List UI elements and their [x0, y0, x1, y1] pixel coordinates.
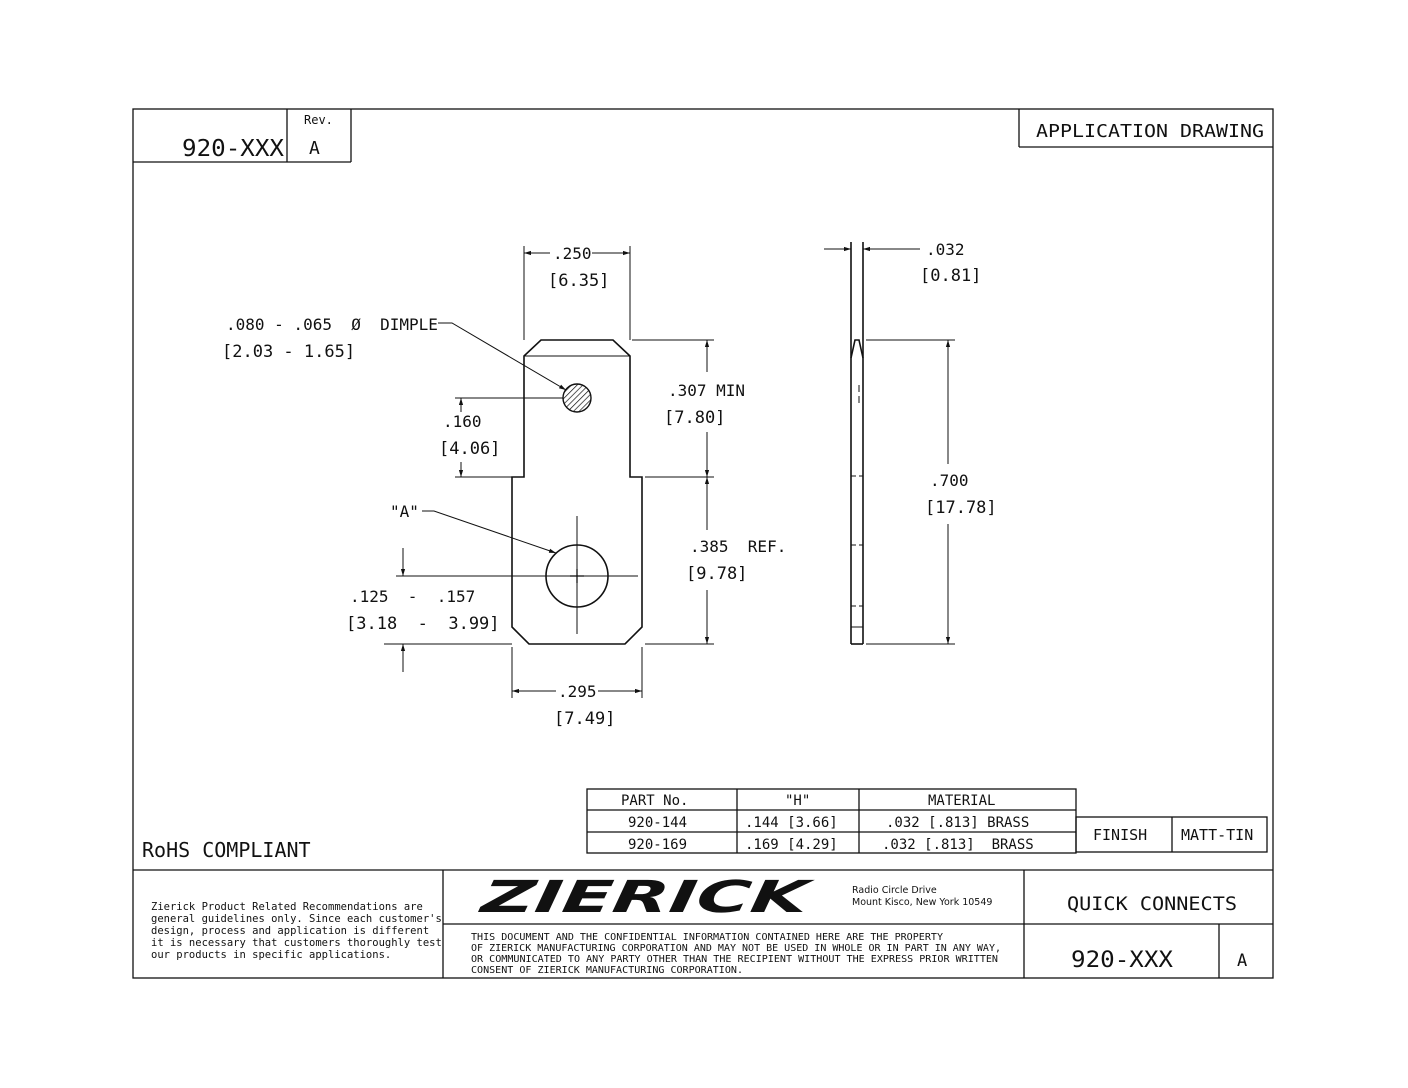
table-cell: .032 [.813] BRASS — [886, 815, 1029, 831]
table-cell: .032 [.813] BRASS — [882, 837, 1034, 853]
table-cell: .144 [3.66] — [745, 815, 838, 831]
confidential-line: OR COMMUNICATED TO ANY PARTY OTHER THAN … — [471, 954, 998, 965]
rohs-label: RoHS COMPLIANT — [142, 838, 311, 862]
dimple-callout: .080 - .065 Ø DIMPLE [2.03 - 1.65] — [222, 315, 567, 391]
dimple-spec-mm: [2.03 - 1.65] — [222, 342, 355, 362]
terminal-side-view — [850, 242, 864, 645]
dim-width-bottom-mm: [7.49] — [554, 709, 615, 729]
confidential-line: CONSENT OF ZIERICK MANUFACTURING CORPORA… — [471, 965, 743, 976]
top-part-number: 920-XXX — [182, 136, 284, 162]
product-family: QUICK CONNECTS — [1067, 893, 1237, 915]
dim-hole-dia-mm: [3.18 - 3.99] — [346, 614, 500, 634]
parts-table: PART No. "H" MATERIAL 920-144 .144 [3.66… — [586, 788, 1077, 854]
dim-dimple-pos: .160 [4.06] — [439, 397, 563, 478]
dim-ref-length-value: .385 REF. — [690, 537, 786, 556]
dim-ref-length-mm: [9.78] — [686, 564, 747, 584]
terminal-front-view — [511, 339, 643, 645]
footer-title-block: Zierick Product Related Recommendations … — [133, 869, 1273, 978]
dim-total-length-value: .700 — [930, 471, 969, 490]
disclaimer-line: Zierick Product Related Recommendations … — [151, 901, 423, 913]
disclaimer-line: design, process and application is diffe… — [151, 925, 429, 937]
dim-dimple-pos-value: .160 — [443, 412, 482, 431]
footer-rev: A — [1237, 951, 1247, 971]
dim-width-top-mm: [6.35] — [548, 271, 609, 291]
table-header-material: MATERIAL — [928, 793, 995, 809]
disclaimer-line: our products in specific applications. — [151, 949, 391, 961]
dim-ref-length: .385 REF. [9.78] — [645, 477, 786, 645]
table-cell: .169 [4.29] — [745, 837, 838, 853]
finish-box: FINISH MATT-TIN — [1075, 816, 1268, 853]
address-line1: Radio Circle Drive — [852, 885, 937, 896]
dim-tab-length: .307 MIN [7.80] — [632, 339, 745, 478]
dim-width-bottom-value: .295 — [558, 682, 597, 701]
dimple-spec: .080 - .065 Ø DIMPLE — [226, 315, 438, 334]
dim-width-top-value: .250 — [553, 244, 592, 263]
dim-dimple-pos-mm: [4.06] — [439, 439, 500, 459]
address-line2: Mount Kisco, New York 10549 — [852, 897, 992, 908]
dim-thickness-mm: [0.81] — [920, 266, 981, 286]
table-header-part: PART No. — [621, 793, 688, 809]
confidential-line: THIS DOCUMENT AND THE CONFIDENTIAL INFOR… — [471, 932, 943, 943]
finish-label: FINISH — [1093, 826, 1147, 844]
top-title-block: 920-XXX Rev. A — [133, 109, 352, 163]
finish-value: MATT-TIN — [1181, 826, 1253, 844]
table-cell: 920-144 — [628, 815, 687, 831]
dim-width-bottom: .295 [7.49] — [511, 647, 643, 729]
dim-hole-dia: .125 - .157 [3.18 - 3.99] — [346, 548, 516, 672]
table-cell: 920-169 — [628, 837, 687, 853]
disclaimer-line: general guidelines only. Since each cust… — [151, 913, 442, 925]
sheet-border — [132, 108, 1274, 979]
zierick-logo: ZIERICK — [475, 872, 816, 923]
confidential-line: OF ZIERICK MANUFACTURING CORPORATION AND… — [471, 943, 1001, 954]
table-header-h: "H" — [785, 793, 810, 809]
dim-hole-dia-value: .125 - .157 — [350, 587, 475, 606]
hole-A-label: "A" — [390, 502, 419, 521]
dimple — [562, 383, 592, 413]
dim-thickness-value: .032 — [926, 240, 965, 259]
hole-A-callout: "A" — [390, 502, 557, 554]
dim-tab-length-value: .307 MIN — [668, 381, 745, 400]
dim-total-length: .700 [17.78] — [866, 339, 997, 645]
footer-part-number: 920-XXX — [1071, 948, 1174, 973]
dim-total-length-mm: [17.78] — [925, 498, 997, 518]
dim-width-top: .250 [6.35] — [523, 244, 631, 340]
dim-tab-length-mm: [7.80] — [664, 408, 725, 428]
drawing-type-block: APPLICATION DRAWING — [1018, 109, 1273, 148]
top-rev: A — [309, 138, 320, 159]
dim-thickness: .032 [0.81] — [824, 240, 981, 286]
disclaimer-line: it is necessary that customers thoroughl… — [151, 937, 442, 949]
drawing-type: APPLICATION DRAWING — [1036, 121, 1264, 142]
rev-label: Rev. — [304, 113, 333, 127]
